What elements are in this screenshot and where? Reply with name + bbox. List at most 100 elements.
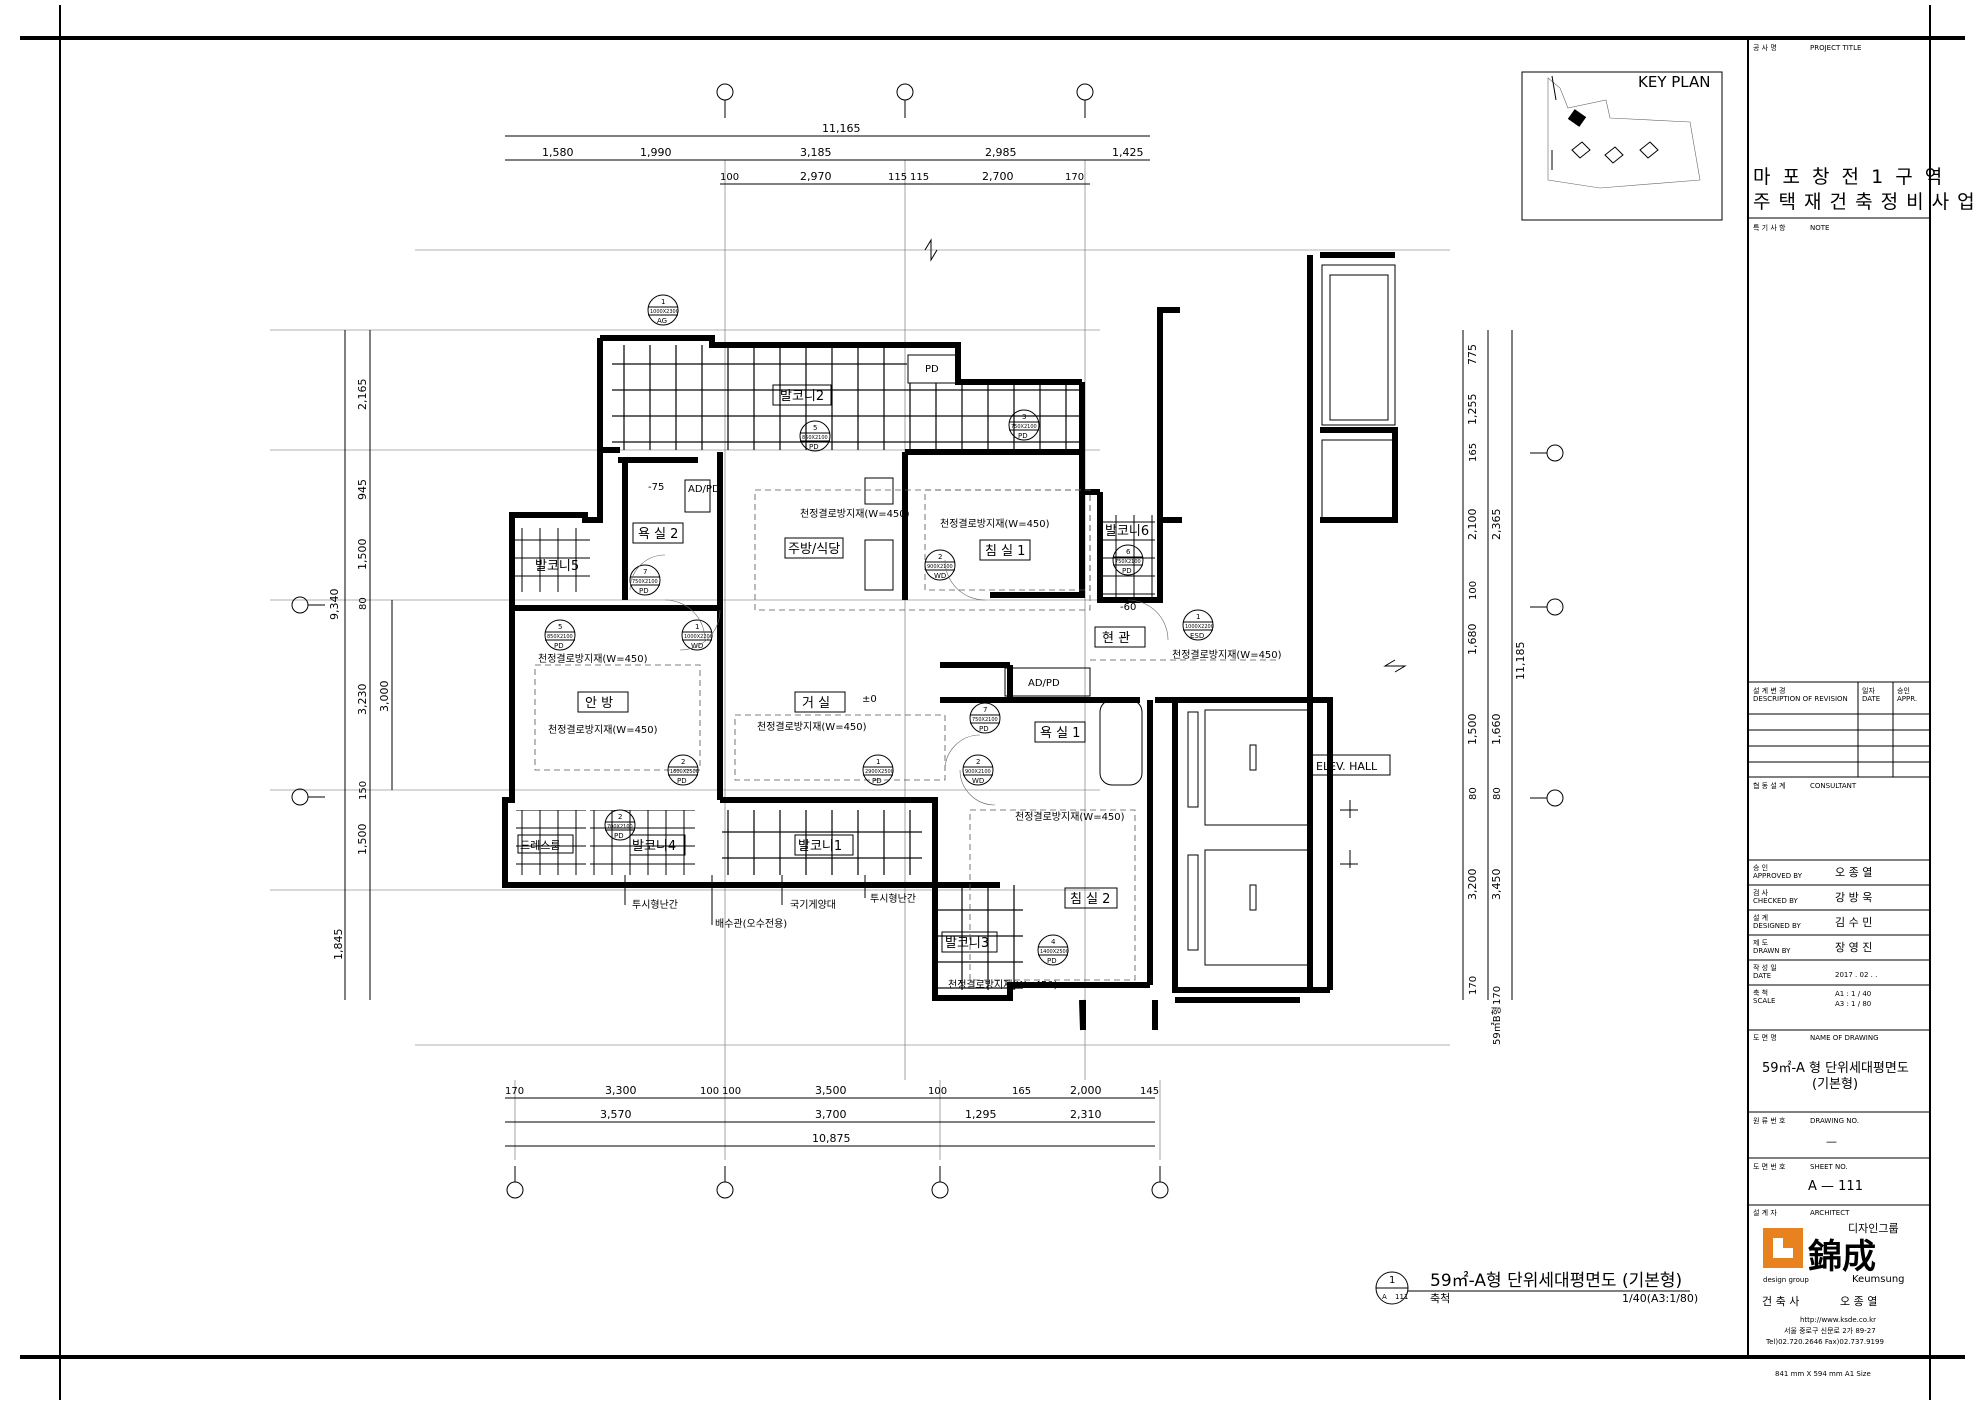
dimensions-top: 11,165 1,580 1,990 3,185 2,985 1,425 100… <box>505 122 1150 185</box>
door-swings <box>629 554 1169 806</box>
svg-text:±0: ±0 <box>862 694 877 705</box>
svg-text:750X2100: 750X2100 <box>1011 424 1037 430</box>
svg-text:ESD: ESD <box>1190 632 1204 640</box>
svg-text:100: 100 <box>722 1086 741 1097</box>
svg-text:750X2100: 750X2100 <box>972 717 998 723</box>
svg-text:2,985: 2,985 <box>985 146 1017 159</box>
room-balcony-4: 발코니4 <box>632 839 676 854</box>
svg-text:100: 100 <box>1468 581 1479 600</box>
room-bath-2: 욕 실 2 <box>638 527 678 542</box>
ceiling-dash-lines <box>534 489 1280 981</box>
room-entry: 현 관 <box>1102 631 1130 646</box>
opening-tag: 7 750X2100 PD <box>629 564 661 596</box>
svg-text:설 계: 설 계 <box>1753 913 1768 922</box>
svg-text:700X2100: 700X2100 <box>607 824 633 830</box>
dimensions-right: 775 1,255 165 2,100 100 1,680 1,500 80 3… <box>1462 330 1527 1045</box>
svg-text:100: 100 <box>928 1086 947 1097</box>
svg-text:9,340: 9,340 <box>328 589 341 621</box>
svg-text:7: 7 <box>983 706 987 714</box>
svg-text:제 도: 제 도 <box>1753 939 1769 947</box>
svg-text:마 포 창 전 1 구 역: 마 포 창 전 1 구 역 <box>1753 166 1945 188</box>
svg-text:2,100: 2,100 <box>1466 509 1479 541</box>
svg-text:DESCRIPTION OF REVISION: DESCRIPTION OF REVISION <box>1753 695 1848 703</box>
svg-text:3,185: 3,185 <box>800 146 832 159</box>
svg-text:A1 : 1 / 40: A1 : 1 / 40 <box>1835 990 1871 998</box>
opening-tag: 1 1000X2200 WD <box>681 619 713 651</box>
opening-tags: 1 1000X2300 AG 5 850X2100 PD 3 750X2100 … <box>544 294 1214 966</box>
svg-text:5: 5 <box>558 623 562 631</box>
svg-text:투시형난간: 투시형난간 <box>870 893 916 905</box>
dimensions-left: 9,340 2,165 945 1,500 80 3,230 150 1,500… <box>328 330 393 1000</box>
svg-text:특 기 사 항: 특 기 사 항 <box>1753 223 1786 232</box>
svg-text:A: A <box>1382 1293 1387 1301</box>
opening-tag: 2 900X2100 WD <box>962 754 994 786</box>
svg-text:2,000: 2,000 <box>1070 1084 1102 1097</box>
svg-text:100: 100 <box>720 172 739 183</box>
svg-text:APPR.: APPR. <box>1897 695 1917 703</box>
svg-text:천정결로방지재(W=450): 천정결로방지재(W=450) <box>800 508 910 520</box>
svg-text:150: 150 <box>358 781 369 800</box>
svg-text:80: 80 <box>1468 787 1479 800</box>
room-bedroom-1: 침 실 1 <box>985 544 1025 559</box>
svg-text:PD: PD <box>1047 957 1057 965</box>
svg-text:80: 80 <box>1492 787 1503 800</box>
svg-text:170: 170 <box>1065 172 1084 183</box>
svg-text:협 동 설 계: 협 동 설 계 <box>1753 781 1785 790</box>
svg-text:1: 1 <box>695 623 699 631</box>
svg-text:천정결로방지재(W=450): 천정결로방지재(W=450) <box>940 518 1050 530</box>
svg-text:설 계 변 경: 설 계 변 경 <box>1753 686 1785 695</box>
svg-text:PD: PD <box>1122 567 1132 575</box>
room-dressroom: 드레스룸 <box>520 839 560 852</box>
svg-text:1,425: 1,425 <box>1112 146 1144 159</box>
svg-text:2,165: 2,165 <box>356 379 369 411</box>
svg-text:59㎡B형: 59㎡B형 <box>1491 1006 1503 1045</box>
svg-text:원 류 번 호: 원 류 번 호 <box>1753 1116 1786 1125</box>
svg-text:1,580: 1,580 <box>542 146 574 159</box>
svg-text:1600X2500: 1600X2500 <box>670 769 699 775</box>
svg-text:1000X2300: 1000X2300 <box>650 309 679 315</box>
opening-tag: 1 1000X2300 AG <box>647 294 679 326</box>
svg-text:1/40(A3:1/80): 1/40(A3:1/80) <box>1622 1292 1698 1305</box>
svg-text:NOTE: NOTE <box>1810 224 1829 232</box>
opening-tag: 5 850X2100 PD <box>799 420 831 452</box>
svg-text:2017 . 02 . .: 2017 . 02 . . <box>1835 971 1877 979</box>
svg-text:1,680: 1,680 <box>1466 624 1479 656</box>
svg-text:SCALE: SCALE <box>1753 997 1775 1005</box>
svg-text:2,365: 2,365 <box>1490 509 1503 541</box>
svg-text:도 면 명: 도 면 명 <box>1753 1033 1777 1042</box>
svg-text:PD: PD <box>809 443 819 451</box>
svg-text:1000X2200: 1000X2200 <box>684 634 713 640</box>
room-labels: 발코니2 욕 실 2 주방/식당 침 실 1 발코니6 발코니5 현 관 안 방… <box>517 384 1391 953</box>
room-balcony-5: 발코니5 <box>535 559 579 574</box>
svg-text:2,700: 2,700 <box>982 170 1014 183</box>
svg-text:천정결로방지재(W=450): 천정결로방지재(W=450) <box>548 724 658 736</box>
svg-text:錦成: 錦成 <box>1808 1237 1876 1277</box>
svg-text:PD: PD <box>614 832 624 840</box>
svg-text:6: 6 <box>1126 548 1131 556</box>
opening-tag: 3 750X2100 PD <box>1008 409 1040 441</box>
svg-text:1,295: 1,295 <box>965 1108 997 1121</box>
svg-text:천정결로방지재(W=450): 천정결로방지재(W=450) <box>757 721 867 733</box>
svg-text:일자: 일자 <box>1862 686 1875 695</box>
svg-text:3,000: 3,000 <box>378 681 391 713</box>
svg-text:170: 170 <box>505 1086 524 1097</box>
svg-text:검 사: 검 사 <box>1753 888 1769 897</box>
svg-text:천정결로방지재(W=450): 천정결로방지재(W=450) <box>948 979 1058 991</box>
svg-text:오 종 열: 오 종 열 <box>1840 1295 1877 1308</box>
grid-bubbles <box>291 83 1564 1199</box>
svg-text:2: 2 <box>976 758 980 766</box>
svg-text:장 영 진: 장 영 진 <box>1835 941 1872 954</box>
svg-text:PD: PD <box>1018 432 1028 440</box>
svg-text:1,500: 1,500 <box>356 539 369 571</box>
svg-text:AD/PD: AD/PD <box>688 484 720 495</box>
svg-text:축척: 축척 <box>1430 1292 1450 1305</box>
svg-text:—: — <box>1826 1135 1837 1148</box>
svg-text:59㎡-A 형 단위세대평면도: 59㎡-A 형 단위세대평면도 <box>1762 1061 1909 1076</box>
svg-text:AD/PD: AD/PD <box>1028 678 1060 689</box>
svg-text:2: 2 <box>681 758 685 766</box>
svg-text:천정결로방지재(W=450): 천정결로방지재(W=450) <box>1172 649 1282 661</box>
svg-text:승인: 승인 <box>1897 686 1910 695</box>
svg-text:115: 115 <box>910 172 929 183</box>
svg-text:1,500: 1,500 <box>356 824 369 856</box>
